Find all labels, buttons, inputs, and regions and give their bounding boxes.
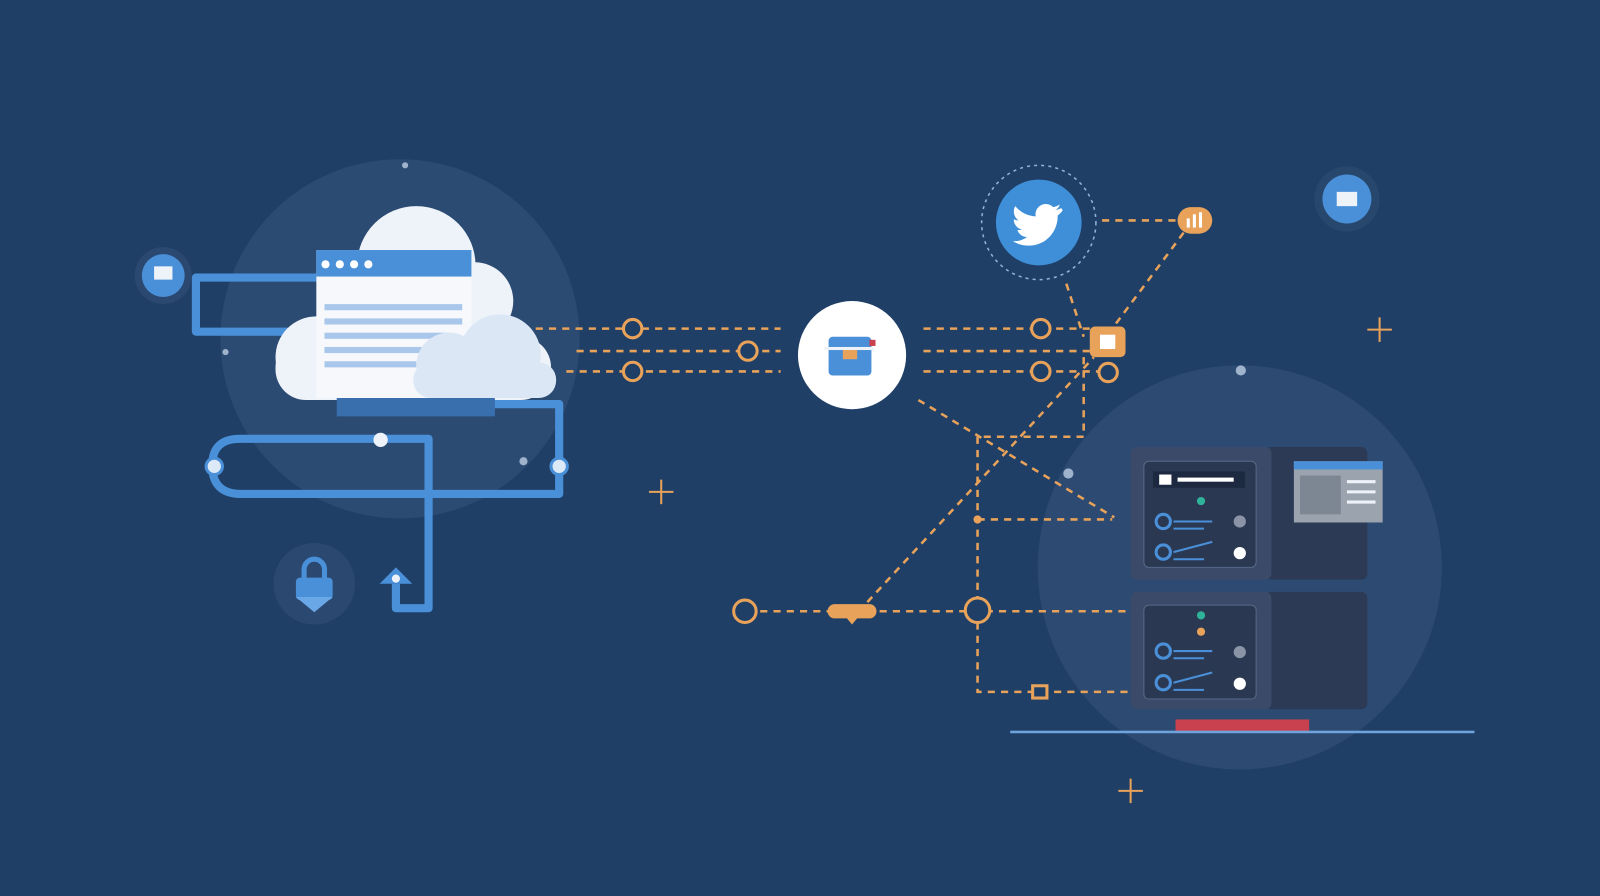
small-cloud-icon	[413, 314, 557, 398]
server-base	[1175, 719, 1310, 732]
chat-node-icon	[827, 604, 877, 625]
baseline	[1010, 730, 1475, 734]
hub-chip-icon	[824, 336, 876, 376]
twitter-bird-icon	[1012, 204, 1063, 246]
orange-nodes	[621, 317, 1119, 700]
plus-sparkle-icon	[648, 317, 1392, 804]
dashed-connections	[535, 219, 1185, 694]
lock-icon	[295, 556, 333, 613]
monitor-icon	[1293, 461, 1383, 523]
browser-window-icon	[316, 250, 472, 398]
